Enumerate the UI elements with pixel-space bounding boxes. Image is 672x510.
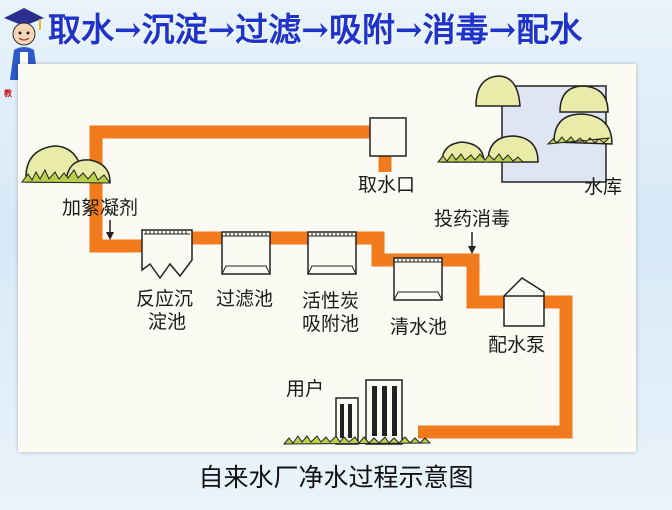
page-title: 取水→沉淀→过滤→吸附→消毒→配水 xyxy=(48,10,583,49)
disinfect-arrow xyxy=(468,232,476,254)
process-diagram xyxy=(21,75,613,445)
label-reservoir: 水库 xyxy=(584,176,623,198)
label-clear-tank: 清水池 xyxy=(390,316,448,338)
label-disinfect: 投药消毒 xyxy=(434,208,511,230)
label-reaction-tank-2: 淀池 xyxy=(148,311,187,333)
label-users: 用户 xyxy=(286,378,325,400)
diagram-panel: 取水口 水库 加絮凝剂 投药消毒 反应沉 淀池 过滤池 活性炭 吸附池 清水池 … xyxy=(18,64,636,452)
label-coagulant: 加絮凝剂 xyxy=(62,197,139,219)
diagram-caption: 自来水厂净水过程示意图 xyxy=(198,463,474,492)
trees-left-icon xyxy=(21,145,112,184)
label-pump: 配水泵 xyxy=(488,334,546,356)
reservoir-icon xyxy=(436,75,613,183)
label-intake: 取水口 xyxy=(358,174,416,196)
label-reaction-tank-1: 反应沉 xyxy=(136,288,194,310)
clear-tank-icon xyxy=(393,257,443,301)
label-filter-tank: 过滤池 xyxy=(216,288,274,310)
intake-box xyxy=(369,117,407,157)
filter-tank-icon xyxy=(221,231,271,275)
reaction-tank-icon xyxy=(141,229,193,280)
user-buildings-icon xyxy=(282,379,432,445)
label-carbon-tank-2: 吸附池 xyxy=(302,313,360,335)
water-pipe xyxy=(89,125,573,439)
side-text: 教 xyxy=(4,89,12,98)
carbon-tank-icon xyxy=(307,231,357,275)
pump-house-icon xyxy=(503,277,545,327)
coagulant-arrow xyxy=(106,220,114,240)
label-carbon-tank-1: 活性炭 xyxy=(302,290,360,312)
